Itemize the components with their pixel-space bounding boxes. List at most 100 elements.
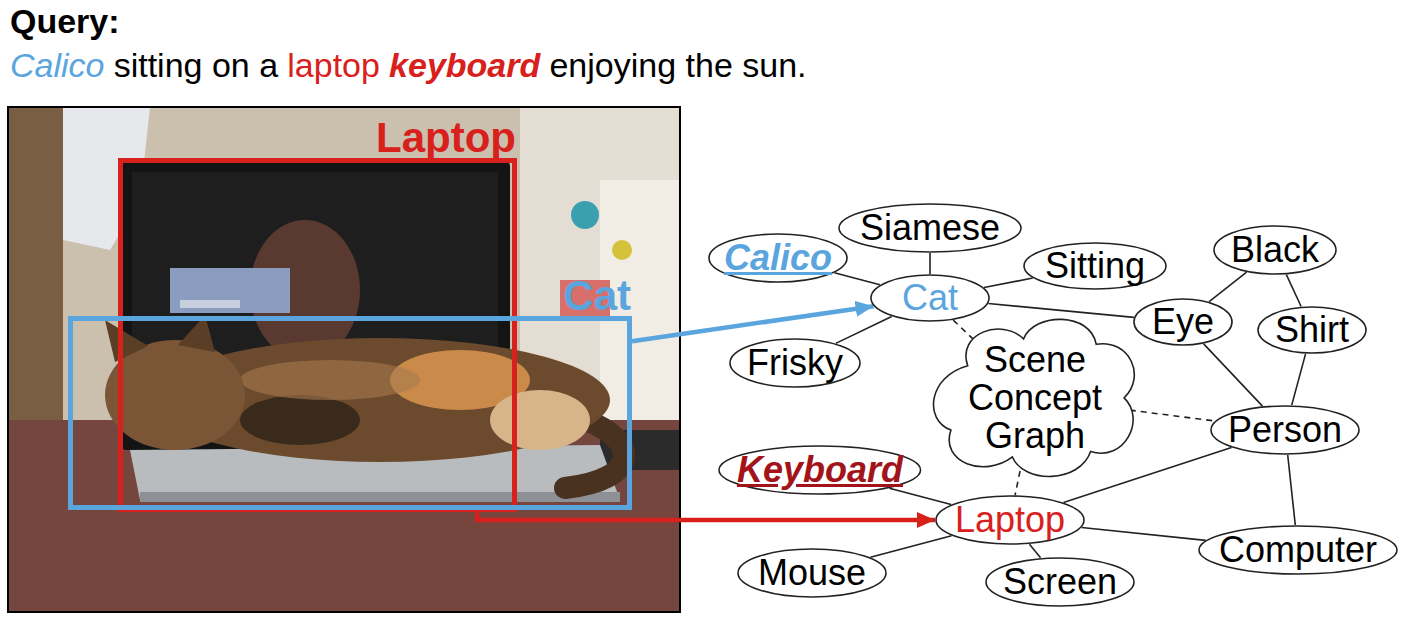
node-text-wrap: Laptop: [935, 495, 1085, 545]
ellipse-shape: [709, 234, 847, 282]
connector: [1292, 354, 1306, 405]
concept-node: Keyboard: [718, 445, 922, 495]
connector: [1082, 527, 1206, 540]
cloud-shape: [934, 319, 1135, 476]
connector: [1286, 275, 1301, 307]
node-text-wrap: Siamese: [838, 203, 1022, 253]
connector: [836, 316, 892, 343]
title: Query:: [10, 2, 120, 41]
ellipse-shape: [839, 204, 1021, 252]
query-word: enjoying the sun.: [549, 46, 806, 85]
connector: [929, 253, 931, 274]
query-word: Calico: [10, 46, 104, 85]
node-label: Scene Concept Graph: [960, 341, 1110, 454]
query-word: sitting on a: [114, 46, 278, 85]
node-label: Keyboard: [737, 452, 903, 488]
ellipse-shape: [1258, 307, 1366, 353]
node-label: Person: [1228, 412, 1342, 448]
node-label: Laptop: [955, 502, 1065, 538]
photo-cat-patch: [490, 390, 590, 450]
ellipse-shape: [986, 558, 1134, 606]
concept-node: Mouse: [737, 548, 887, 598]
node-label: Screen: [1003, 564, 1117, 600]
node-text-wrap: Cat: [870, 274, 990, 322]
photo-frame: [8, 107, 680, 612]
photo-cat-patch: [240, 395, 360, 445]
ellipse-shape: [1199, 526, 1397, 574]
concept-node: Siamese: [838, 203, 1022, 253]
connector: [1204, 344, 1263, 406]
node-text-wrap: Calico: [708, 233, 848, 283]
ellipse-shape: [1134, 299, 1232, 345]
connector: [984, 278, 1033, 287]
node-label: Cat: [902, 280, 958, 316]
node-text-wrap: Sitting: [1023, 242, 1167, 290]
node-label: Frisky: [747, 345, 843, 381]
connector: [477, 512, 935, 520]
concept-node: Cat: [870, 274, 990, 322]
connector: [889, 488, 951, 504]
ellipse-shape: [871, 275, 989, 321]
node-label: Eye: [1152, 304, 1214, 340]
node-text-wrap: Person: [1210, 405, 1360, 455]
concept-cloud: Scene Concept Graph: [923, 312, 1146, 484]
connector: [1029, 544, 1040, 558]
query-word: laptop: [287, 46, 380, 85]
bounding-box: Cat: [68, 316, 632, 510]
photo-player-bar: [180, 300, 240, 308]
node-label: Black: [1231, 232, 1319, 268]
ellipse-shape: [719, 446, 921, 494]
ellipse-shape: [738, 549, 886, 597]
node-label: Computer: [1219, 532, 1377, 568]
concept-node: Eye: [1133, 298, 1233, 346]
concept-node: Screen: [985, 557, 1135, 607]
node-label: Mouse: [758, 555, 866, 591]
photo-item: [571, 201, 599, 229]
photo-sunlight: [240, 360, 420, 400]
node-text-wrap: Keyboard: [718, 445, 922, 495]
connector: [834, 273, 880, 285]
connector: [953, 320, 974, 340]
ellipse-shape: [1214, 226, 1336, 274]
concept-node: Black: [1213, 225, 1337, 275]
concept-node: Laptop: [935, 495, 1085, 545]
box-label: Cat: [563, 275, 631, 317]
node-text-wrap: Screen: [985, 557, 1135, 607]
node-text-wrap: Shirt: [1257, 306, 1367, 354]
node-label: Shirt: [1275, 312, 1349, 348]
concept-node: Calico: [708, 233, 848, 283]
node-text-wrap: Eye: [1133, 298, 1233, 346]
concept-node: Computer: [1198, 525, 1398, 575]
connector: [1015, 471, 1020, 495]
node-label: Sitting: [1045, 248, 1145, 284]
query-word: keyboard: [389, 46, 540, 85]
title-area: Query:: [10, 2, 120, 41]
concept-node: Person: [1210, 405, 1360, 455]
photo-wall: [8, 107, 680, 612]
connector: [988, 304, 1134, 318]
ellipse-shape: [1024, 243, 1166, 289]
ellipse-shape: [1211, 406, 1359, 454]
node-text-wrap: Mouse: [737, 548, 887, 598]
photo-laptop-edge: [140, 492, 620, 502]
node-text-wrap: Black: [1213, 225, 1337, 275]
photo-cat-ear: [105, 320, 148, 362]
concept-node: Sitting: [1023, 242, 1167, 290]
node-label: Siamese: [860, 210, 1000, 246]
connector: [1130, 410, 1215, 421]
concept-node: Frisky: [729, 338, 861, 388]
connector: [1288, 455, 1296, 525]
connector: [870, 536, 951, 558]
node-label: Calico: [724, 240, 832, 276]
connector: [632, 306, 874, 341]
ellipse-shape: [730, 339, 860, 387]
bounding-box: Laptop: [118, 158, 517, 512]
photo-item: [612, 240, 632, 260]
photo-player-widget: [170, 268, 290, 313]
ellipse-shape: [936, 496, 1084, 544]
connector: [1209, 272, 1246, 301]
photo-door: [8, 107, 63, 437]
concept-node: Shirt: [1257, 306, 1367, 354]
query-sentence: Calico sitting on alaptopkeyboardenjoying…: [10, 46, 807, 85]
